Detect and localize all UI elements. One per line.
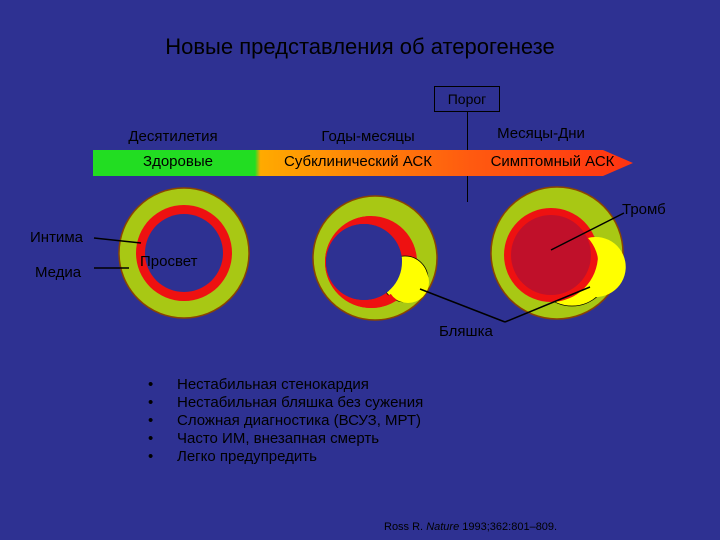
bullet-item: •Нестабильная бляшка без сужения: [148, 394, 423, 412]
bullet-item: •Нестабильная стенокардия: [148, 376, 423, 394]
citation-journal: Nature: [426, 521, 459, 533]
pointer-plaque-subclinical: [420, 289, 505, 322]
bullet-dot-icon: •: [148, 412, 153, 430]
bullet-dot-icon: •: [148, 448, 153, 466]
label-media: Медиа: [35, 264, 81, 281]
citation-authors: Ross R.: [384, 521, 423, 533]
bullet-dot-icon: •: [148, 394, 153, 412]
vessel-symptomatic-thrombus: [511, 215, 591, 295]
citation-details: 1993;362:801–809.: [462, 521, 557, 533]
bullet-dot-icon: •: [148, 376, 153, 394]
bullet-list: •Нестабильная стенокардия •Нестабильная …: [148, 376, 423, 466]
bullet-item: •Часто ИМ, внезапная смерть: [148, 430, 423, 448]
vessel-symptomatic: [491, 187, 626, 319]
bullet-item: •Легко предупредить: [148, 448, 423, 466]
bullet-dot-icon: •: [148, 430, 153, 448]
label-intima: Интима: [30, 229, 83, 246]
label-thrombus: Тромб: [622, 201, 666, 218]
label-plaque: Бляшка: [439, 323, 493, 340]
bullet-item: •Сложная диагностика (ВСУЗ, МРТ): [148, 412, 423, 430]
citation: Ross R. Nature 1993;362:801–809.: [384, 521, 557, 533]
label-lumen: Просвет: [140, 253, 197, 270]
vessel-subclinical: [313, 196, 437, 320]
